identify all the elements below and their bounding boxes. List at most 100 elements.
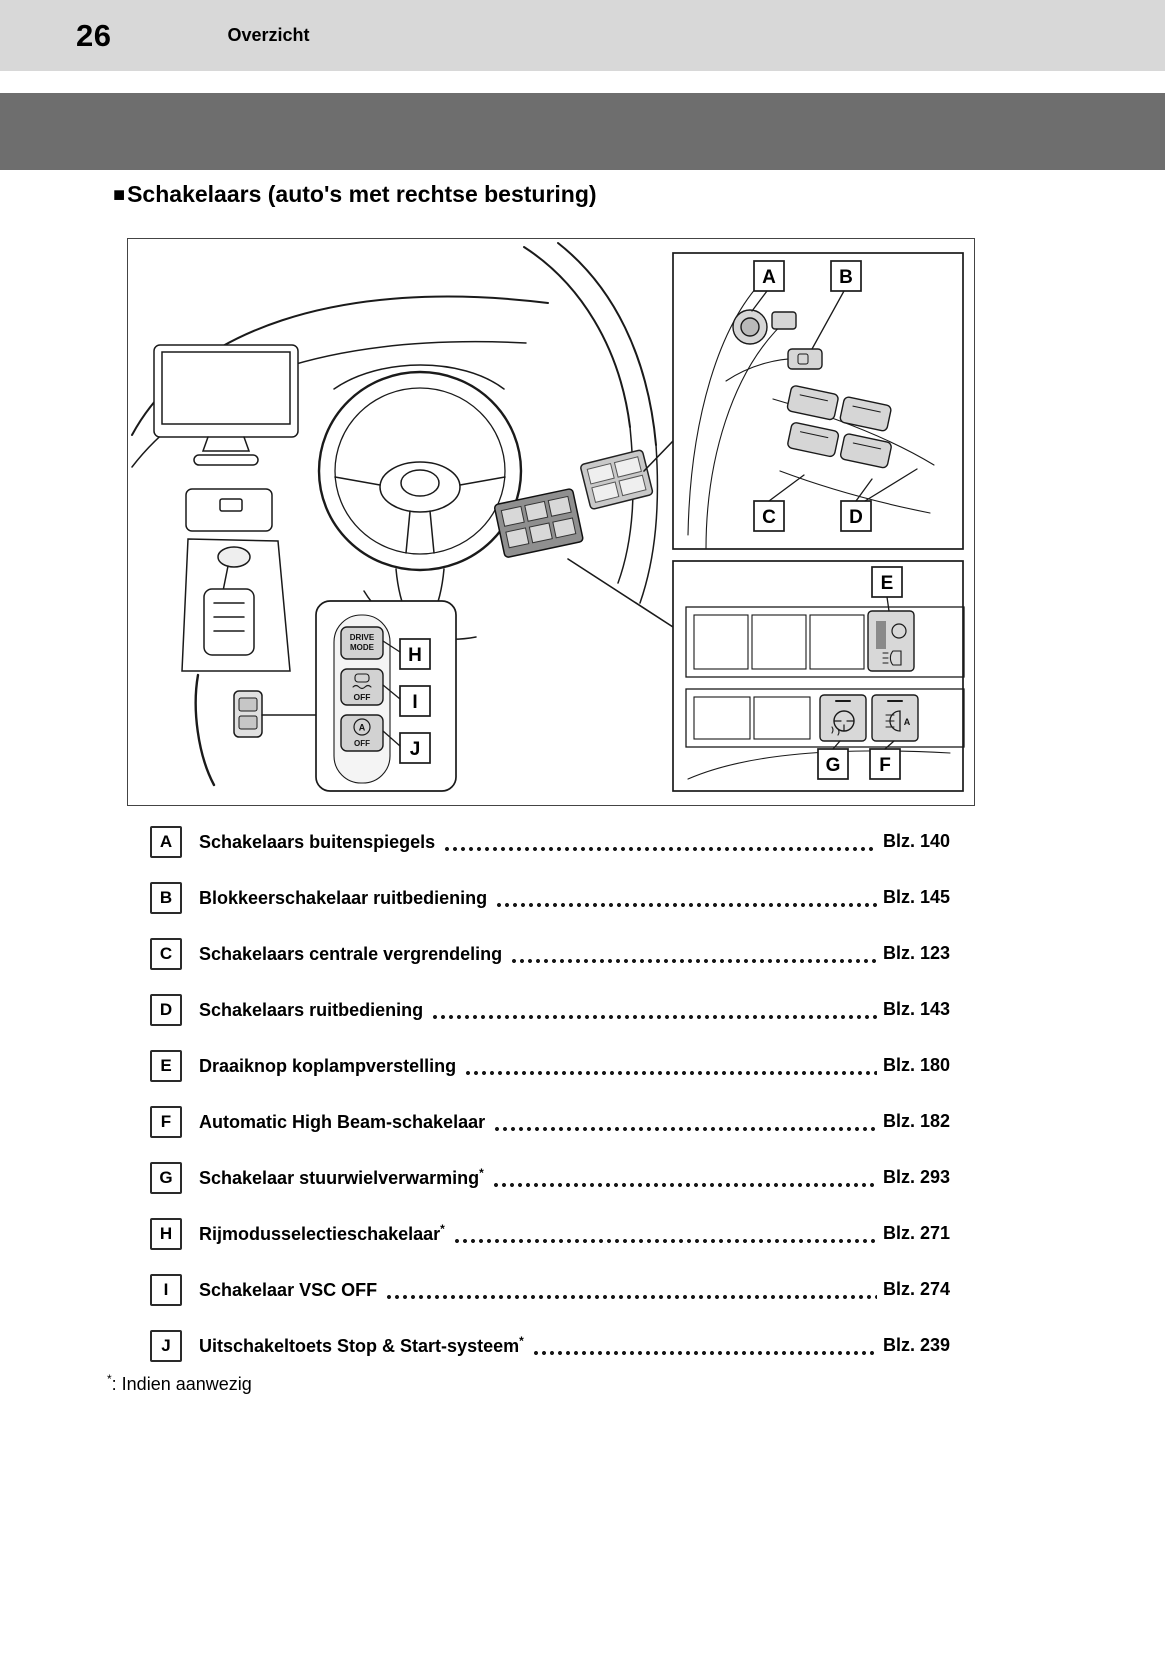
page-heading: ■ Schakelaars (auto's met rechtse bestur… bbox=[113, 181, 597, 208]
legend-row-J: J Uitschakeltoets Stop & Start-systeem* … bbox=[150, 1329, 950, 1362]
stop-start-circle-icon bbox=[353, 718, 371, 736]
legend-label: Schakelaar stuurwielverwarming* bbox=[199, 1166, 484, 1188]
legend-row-A: A Schakelaars buitenspiegels Blz. 140 bbox=[150, 825, 950, 858]
ahb-icon-letter: A bbox=[904, 717, 911, 727]
legend-page-ref: Blz. 145 bbox=[882, 887, 950, 907]
gear-shifter-knob bbox=[217, 546, 251, 568]
infotainment-screen bbox=[153, 344, 299, 466]
legend-page-ref: Blz. 182 bbox=[882, 1111, 950, 1131]
legend-label: Draaiknop koplampverstelling bbox=[199, 1056, 457, 1076]
legend-row-I: I Schakelaar VSC OFF Blz. 274 bbox=[150, 1273, 950, 1306]
legend-key: E bbox=[150, 1049, 182, 1082]
window-lock-switch bbox=[787, 348, 823, 370]
instrument-cluster bbox=[333, 364, 505, 390]
dotted-leader bbox=[495, 882, 877, 913]
legend-page-ref: Blz. 123 bbox=[882, 943, 950, 963]
page-header: 26 Overzicht bbox=[0, 0, 1165, 71]
callout-letter-C: C bbox=[762, 507, 776, 528]
legend-row-D: D Schakelaars ruitbediening Blz. 143 bbox=[150, 993, 950, 1026]
footnote-marker: * bbox=[440, 1222, 445, 1236]
heading-text: Schakelaars (auto's met rechtse besturin… bbox=[127, 181, 597, 207]
center-console bbox=[181, 488, 291, 787]
blank-switch-slot bbox=[809, 614, 865, 670]
driver-switch-panel-upper bbox=[580, 449, 654, 510]
legend-label: Automatic High Beam-schakelaar bbox=[199, 1112, 486, 1132]
dotted-leader bbox=[431, 994, 877, 1025]
drive-mode-button: DRIVE MODE bbox=[340, 626, 384, 660]
callout-I: I bbox=[382, 684, 431, 717]
console-aux-switch bbox=[233, 690, 263, 738]
callout-letter-J: J bbox=[410, 739, 421, 760]
dotted-leader bbox=[443, 826, 877, 857]
blank-switch-slot bbox=[693, 614, 749, 670]
legend-label: Schakelaar VSC OFF bbox=[199, 1280, 378, 1300]
callout-F: F bbox=[869, 740, 901, 780]
steering-wheel bbox=[317, 370, 523, 572]
footnote: *: Indien aanwezig bbox=[107, 1372, 252, 1395]
dotted-leader bbox=[464, 1050, 877, 1081]
lower-panel-inset: A E G F bbox=[672, 560, 965, 792]
callout-G: G bbox=[817, 740, 849, 780]
callout-letter-F: F bbox=[879, 755, 891, 776]
drive-mode-label-line2: MODE bbox=[350, 643, 375, 652]
legend-page-ref: Blz. 274 bbox=[882, 1279, 950, 1299]
legend-label: Schakelaars buitenspiegels bbox=[199, 832, 436, 852]
callout-D: D bbox=[840, 468, 918, 532]
legend-page-ref: Blz. 293 bbox=[882, 1167, 950, 1187]
legend-page-ref: Blz. 180 bbox=[882, 1055, 950, 1075]
dotted-leader bbox=[493, 1106, 877, 1137]
car-interior-art bbox=[131, 242, 674, 787]
legend-key: D bbox=[150, 993, 182, 1026]
callout-E: E bbox=[871, 566, 903, 612]
blank-switch-slot bbox=[751, 614, 807, 670]
leader-line-to-lower-inset bbox=[567, 558, 674, 628]
callout-letter-H: H bbox=[408, 645, 422, 666]
legend-label: Rijmodusselectieschakelaar* bbox=[199, 1222, 445, 1244]
callout-J: J bbox=[382, 730, 431, 764]
legend-page-ref: Blz. 271 bbox=[882, 1223, 950, 1243]
legend-key: G bbox=[150, 1161, 182, 1194]
legend: A Schakelaars buitenspiegels Blz. 140 B … bbox=[150, 825, 950, 1386]
auto-high-beam-switch: A bbox=[871, 694, 919, 742]
chapter-band bbox=[0, 93, 1165, 170]
dotted-leader bbox=[510, 938, 877, 969]
dotted-leader bbox=[531, 1330, 877, 1361]
legend-label: Schakelaars ruitbediening bbox=[199, 1000, 424, 1020]
steering-wheel-heat-switch bbox=[819, 694, 867, 742]
legend-row-C: C Schakelaars centrale vergrendeling Blz… bbox=[150, 937, 950, 970]
callout-A: A bbox=[751, 260, 785, 312]
blank-switch-slot bbox=[693, 696, 751, 740]
footnote-marker: * bbox=[479, 1166, 484, 1180]
stop-start-off-button: A OFF bbox=[340, 714, 384, 752]
footnote-text: : Indien aanwezig bbox=[111, 1374, 252, 1394]
legend-row-B: B Blokkeerschakelaar ruitbediening Blz. … bbox=[150, 881, 950, 914]
legend-row-F: F Automatic High Beam-schakelaar Blz. 18… bbox=[150, 1105, 950, 1138]
legend-key: I bbox=[150, 1273, 182, 1306]
callout-H: H bbox=[382, 638, 431, 670]
window-switches bbox=[786, 385, 892, 469]
blank-switch-slot bbox=[753, 696, 811, 740]
dotted-leader bbox=[452, 1218, 877, 1249]
callout-letter-B: B bbox=[839, 267, 853, 288]
stop-start-letter: A bbox=[359, 723, 366, 733]
door-panel-inset: A B C D bbox=[672, 252, 964, 550]
overview-diagram: A B C D bbox=[131, 242, 965, 792]
leader-line-to-door-inset bbox=[643, 440, 674, 472]
diagram-box: A B C D bbox=[127, 238, 975, 806]
footnote-marker: * bbox=[519, 1334, 524, 1348]
vsc-off-label: OFF bbox=[354, 692, 371, 702]
legend-key: B bbox=[150, 881, 182, 914]
console-inset: DRIVE MODE OFF A OFF H bbox=[315, 600, 457, 792]
callout-C: C bbox=[753, 474, 805, 532]
callout-letter-G: G bbox=[826, 755, 841, 776]
legend-row-H: H Rijmodusselectieschakelaar* Blz. 271 bbox=[150, 1217, 950, 1250]
callout-letter-I: I bbox=[412, 692, 417, 713]
callout-letter-A: A bbox=[762, 267, 776, 288]
stop-start-off-label: OFF bbox=[354, 739, 370, 748]
legend-label: Uitschakeltoets Stop & Start-systeem* bbox=[199, 1334, 524, 1356]
legend-page-ref: Blz. 239 bbox=[882, 1335, 950, 1355]
callout-letter-D: D bbox=[849, 507, 863, 528]
vsc-car-icon bbox=[354, 673, 370, 683]
driver-switch-panel-lower bbox=[493, 488, 584, 558]
